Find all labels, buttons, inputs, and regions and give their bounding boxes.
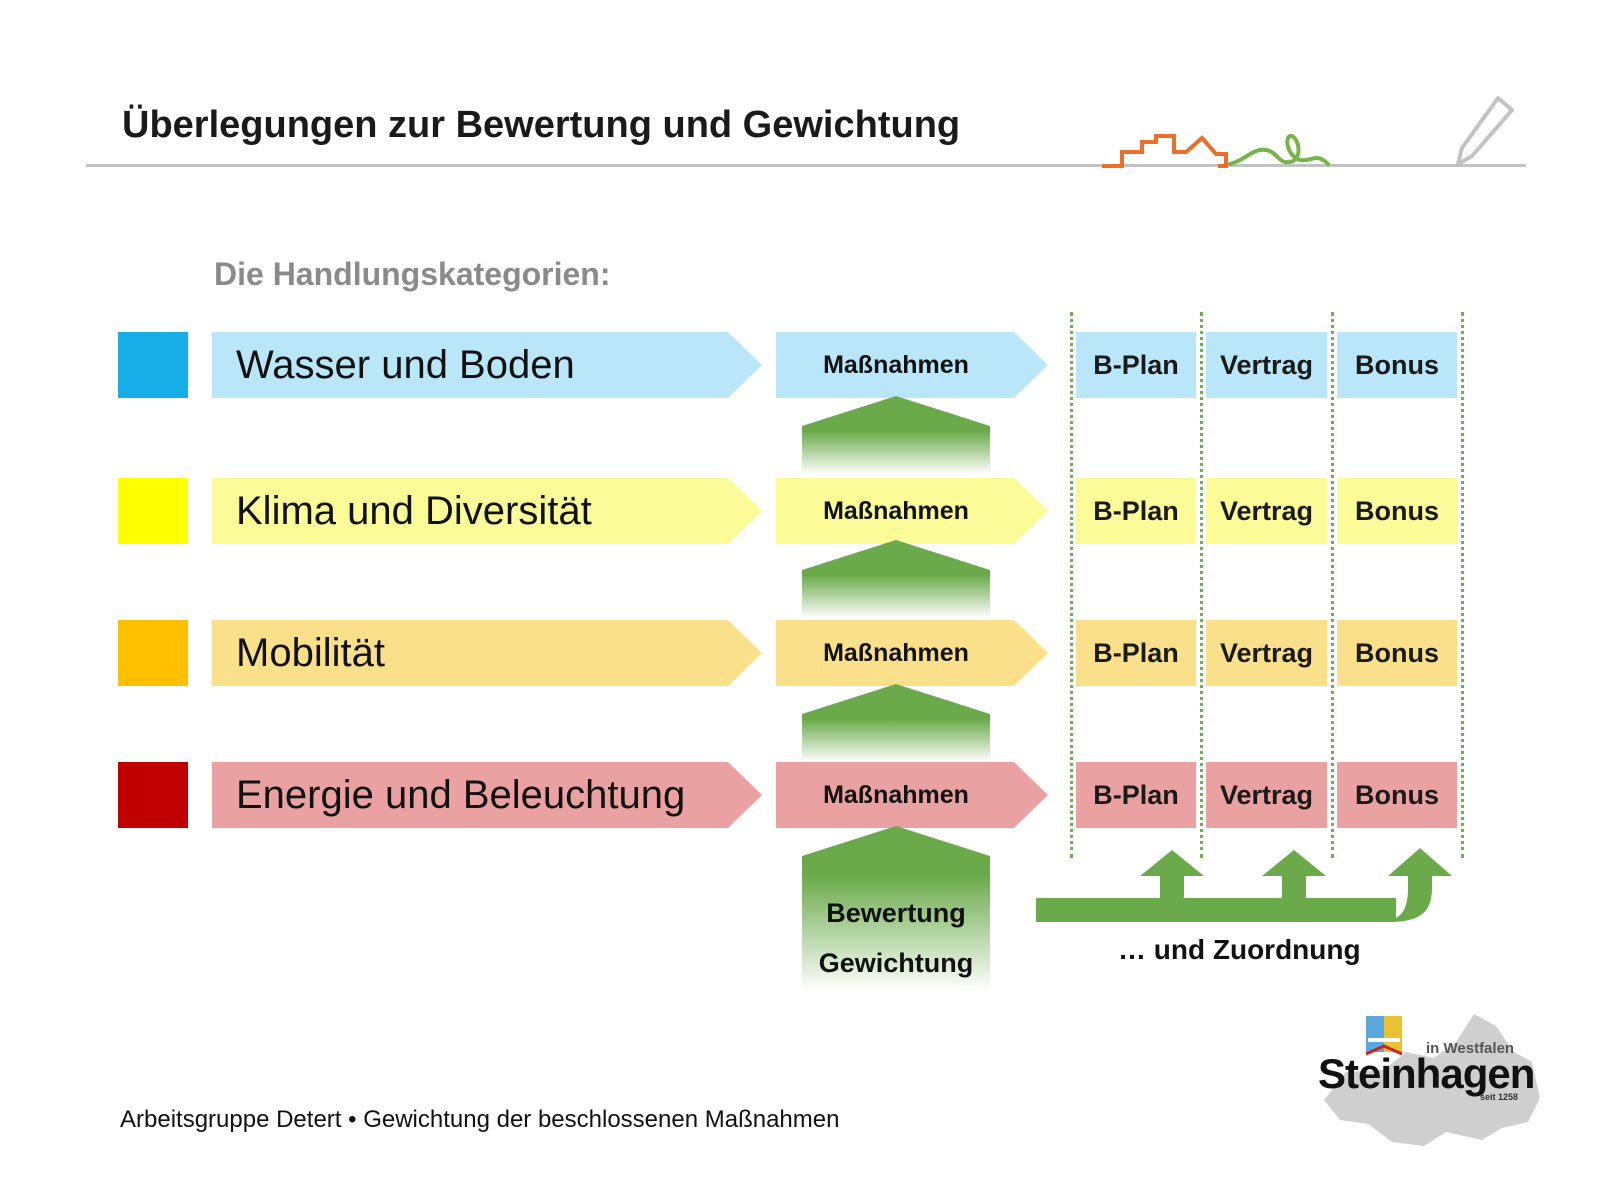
measures-arrow: [776, 620, 1048, 686]
up-arrow-icon: [802, 684, 990, 762]
cell-vertrag: Vertrag: [1206, 762, 1327, 828]
column-separator: [1461, 312, 1464, 858]
measures-label: Maßnahmen: [823, 781, 969, 809]
column-separator: [1331, 312, 1334, 858]
slide-title: Überlegungen zur Bewertung und Gewichtun…: [122, 104, 961, 146]
steinhagen-logo: [1324, 1014, 1540, 1146]
cell-b-plan: B-Plan: [1076, 332, 1196, 398]
category-swatch: [118, 762, 188, 828]
category-row-wasser: Wasser und Boden Maßnahmen B-Plan Vertra…: [0, 332, 1600, 398]
pencil-icon: [1456, 96, 1514, 166]
measures-label: Maßnahmen: [823, 497, 969, 525]
measures-arrow: [776, 762, 1048, 828]
category-swatch: [118, 620, 188, 686]
measures-label: Maßnahmen: [823, 639, 969, 667]
cell-bonus: Bonus: [1337, 478, 1457, 544]
column-separator: [1200, 312, 1203, 858]
column-separator: [1070, 312, 1073, 858]
category-label: Wasser und Boden: [236, 343, 575, 387]
category-arrow: [212, 332, 762, 398]
category-arrow: [212, 478, 762, 544]
cell-vertrag: Vertrag: [1206, 332, 1327, 398]
category-row-mobilitaet: Mobilität Maßnahmen B-Plan Vertrag Bonus: [0, 620, 1600, 686]
category-swatch: [118, 332, 188, 398]
cell-bonus: Bonus: [1337, 620, 1457, 686]
cell-b-plan: B-Plan: [1076, 620, 1196, 686]
category-swatch: [118, 478, 188, 544]
up-arrow-icon: [802, 396, 990, 474]
logo-wordmark: Steinhagen: [1318, 1050, 1535, 1097]
measures-arrow: [776, 332, 1048, 398]
footer-text: Arbeitsgruppe Detert • Gewichtung der be…: [120, 1106, 840, 1133]
assignment-arrow-icon: [1036, 848, 1452, 922]
category-row-energie: Energie und Beleuchtung Maßnahmen B-Plan…: [0, 762, 1600, 828]
cell-vertrag: Vertrag: [1206, 620, 1327, 686]
measures-label: Maßnahmen: [823, 351, 969, 379]
header-divider: [86, 164, 1526, 167]
measures-arrow: [776, 478, 1048, 544]
category-label: Mobilität: [236, 631, 385, 675]
category-label: Energie und Beleuchtung: [236, 773, 686, 817]
up-arrow-icon: [802, 540, 990, 618]
evaluation-arrow-icon: [802, 826, 990, 990]
skyline-decoration-icon: [1102, 134, 1330, 168]
evaluation-label: Bewertung Gewichtung: [802, 888, 990, 988]
cell-bonus: Bonus: [1337, 332, 1457, 398]
category-arrow: [212, 620, 762, 686]
cell-b-plan: B-Plan: [1076, 762, 1196, 828]
cell-vertrag: Vertrag: [1206, 478, 1327, 544]
evaluation-line-2: Gewichtung: [818, 948, 974, 978]
assignment-label: … und Zuordnung: [1118, 934, 1361, 965]
logo-region-text: in Westfalen: [1426, 1040, 1515, 1057]
category-label: Klima und Diversität: [236, 489, 592, 533]
cell-b-plan: B-Plan: [1076, 478, 1196, 544]
evaluation-line-1: Bewertung: [826, 898, 966, 928]
logo-since-text: seit 1258: [1480, 1092, 1519, 1102]
cell-bonus: Bonus: [1337, 762, 1457, 828]
category-row-klima: Klima und Diversität Maßnahmen B-Plan Ve…: [0, 478, 1600, 544]
section-heading: Die Handlungskategorien:: [214, 256, 611, 292]
category-arrow: [212, 762, 762, 828]
